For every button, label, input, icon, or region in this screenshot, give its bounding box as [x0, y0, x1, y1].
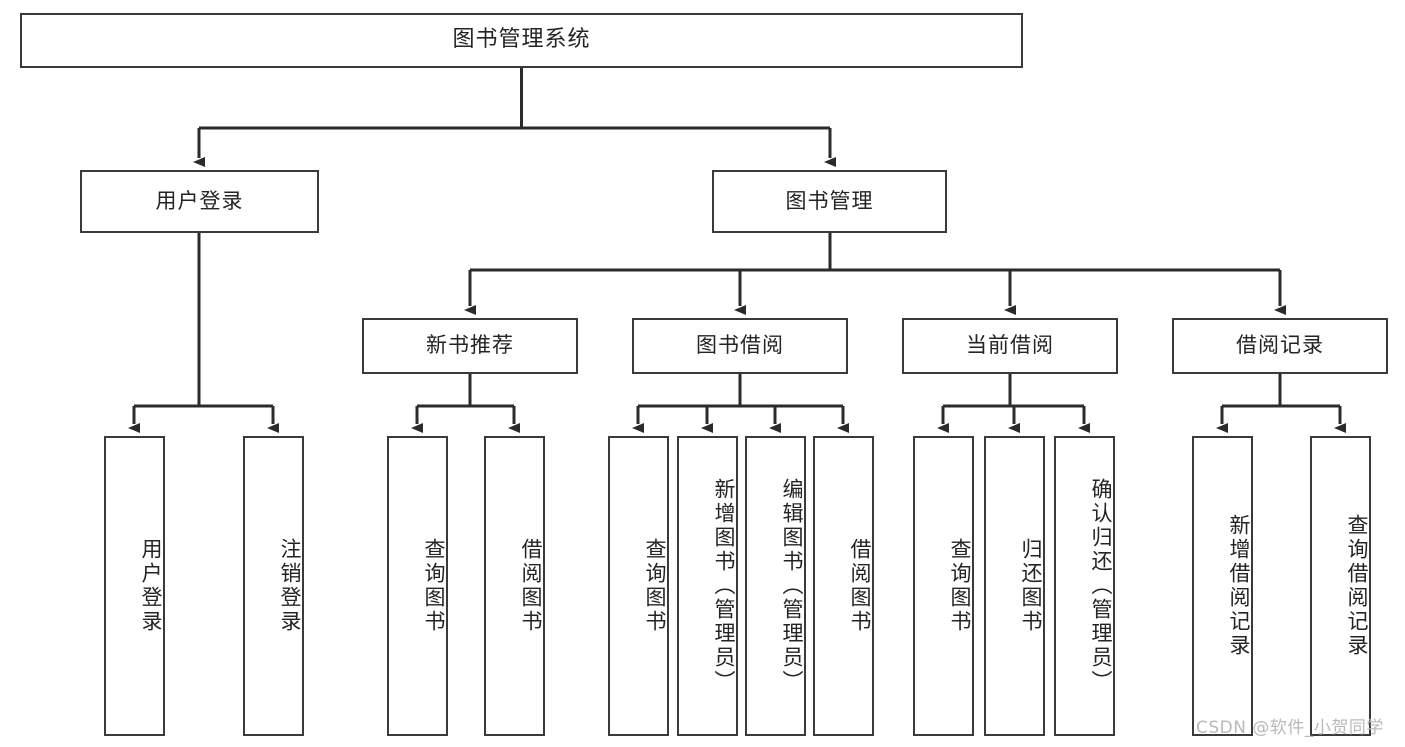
leaf-add-borrow-record[interactable]: 新增借阅记录	[1192, 436, 1253, 736]
node-user-login-label: 用户登录	[155, 188, 244, 213]
leaf-query-borrow-record-label: 查询借阅记录	[1345, 514, 1369, 658]
leaf-edit-book-admin[interactable]: 编辑图书（管理员）	[745, 436, 806, 736]
leaf-query-borrow-record[interactable]: 查询借阅记录	[1310, 436, 1371, 736]
node-current-borrow[interactable]: 当前借阅	[902, 318, 1118, 374]
leaf-user-login[interactable]: 用户登录	[104, 436, 165, 736]
node-book-management-label: 图书管理	[785, 188, 874, 213]
leaf-query-book-current-label: 查询图书	[948, 538, 972, 634]
node-borrow-record[interactable]: 借阅记录	[1172, 318, 1388, 374]
leaf-add-book-admin-label: 新增图书（管理员）	[712, 478, 736, 694]
leaf-user-login-label: 用户登录	[139, 538, 163, 634]
leaf-borrow-book-new-label: 借阅图书	[519, 538, 543, 634]
leaf-logout[interactable]: 注销登录	[243, 436, 304, 736]
leaf-query-book-current[interactable]: 查询图书	[913, 436, 974, 736]
leaf-add-borrow-record-label: 新增借阅记录	[1227, 514, 1251, 658]
leaf-logout-label: 注销登录	[278, 538, 302, 634]
leaf-borrow-book[interactable]: 借阅图书	[813, 436, 874, 736]
leaf-query-book[interactable]: 查询图书	[608, 436, 669, 736]
node-book-management[interactable]: 图书管理	[712, 170, 947, 233]
node-borrow-record-label: 借阅记录	[1236, 333, 1324, 358]
leaf-edit-book-admin-label: 编辑图书（管理员）	[780, 478, 804, 694]
node-root-label: 图书管理系统	[452, 27, 591, 53]
leaf-borrow-book-new[interactable]: 借阅图书	[484, 436, 545, 736]
leaf-query-book-new[interactable]: 查询图书	[387, 436, 448, 736]
node-current-borrow-label: 当前借阅	[966, 333, 1054, 358]
node-user-login[interactable]: 用户登录	[80, 170, 319, 233]
node-new-book-recommend[interactable]: 新书推荐	[362, 318, 578, 374]
leaf-return-book-label: 归还图书	[1019, 538, 1043, 634]
leaf-query-book-label: 查询图书	[643, 538, 667, 634]
node-book-borrow-label: 图书借阅	[696, 333, 784, 358]
leaf-add-book-admin[interactable]: 新增图书（管理员）	[677, 436, 738, 736]
leaf-query-book-new-label: 查询图书	[422, 538, 446, 634]
leaf-confirm-return-admin-label: 确认归还（管理员）	[1089, 478, 1113, 694]
leaf-borrow-book-label: 借阅图书	[848, 538, 872, 634]
leaf-confirm-return-admin[interactable]: 确认归还（管理员）	[1054, 436, 1115, 736]
leaf-return-book[interactable]: 归还图书	[984, 436, 1045, 736]
node-new-book-recommend-label: 新书推荐	[426, 333, 514, 358]
csdn-watermark: CSDN @软件_小贺同学	[1196, 718, 1384, 738]
node-root[interactable]: 图书管理系统	[20, 13, 1023, 68]
node-book-borrow[interactable]: 图书借阅	[632, 318, 848, 374]
